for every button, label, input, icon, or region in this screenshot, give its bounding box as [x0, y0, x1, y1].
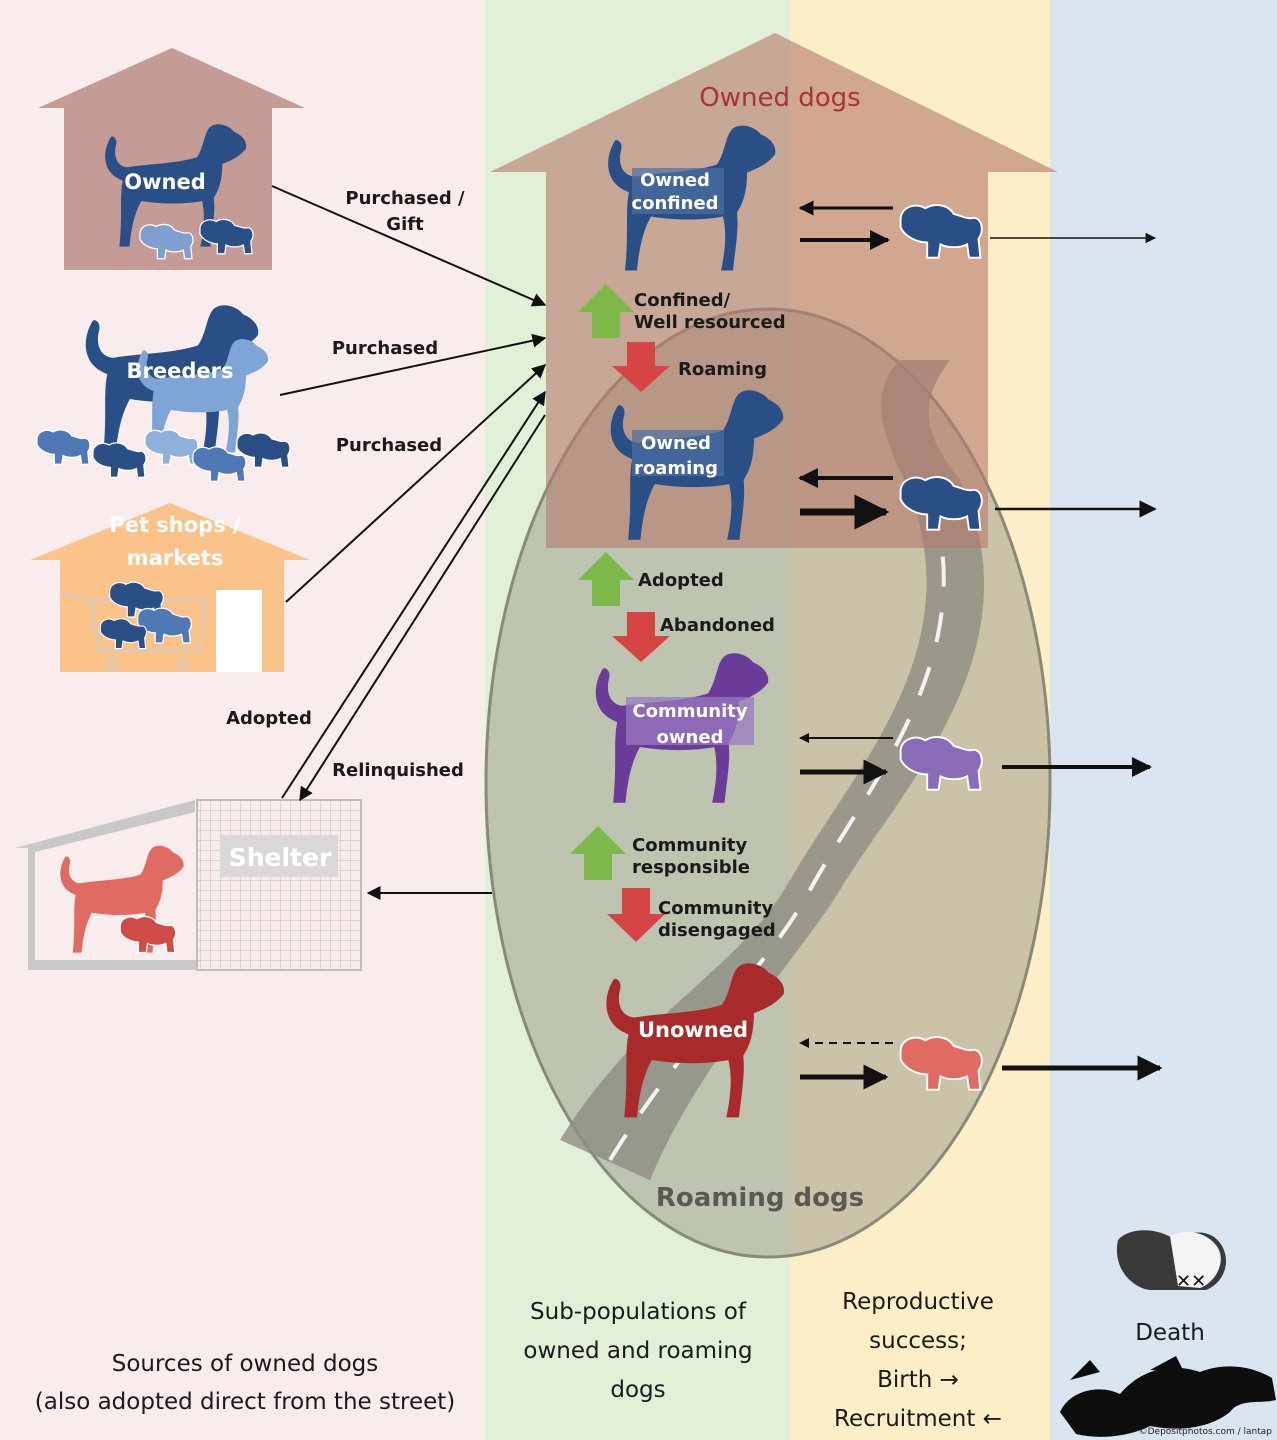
community-disengaged-label-2: disengaged [658, 920, 776, 941]
purchased-petshops-label: Purchased [336, 435, 442, 456]
svg-text:✕✕: ✕✕ [1176, 1271, 1206, 1292]
roaming-dogs-title: Roaming dogs [656, 1183, 864, 1213]
petshops-source-label-2: markets [127, 546, 224, 570]
petshops-source-label-1: Pet shops / [109, 513, 241, 537]
confined-label-1: Confined/ [634, 290, 731, 311]
breeders-source-label: Breeders [127, 359, 234, 383]
community-responsible-label-1: Community [632, 835, 747, 856]
purchased-gift-label-1: Purchased / [345, 188, 465, 209]
community-disengaged-label-1: Community [658, 898, 773, 919]
owned-dogs-title: Owned dogs [699, 83, 860, 113]
repro-caption-3: Birth → [877, 1367, 959, 1393]
community-owned-label-2: owned [657, 727, 724, 748]
subpop-caption-2: owned and roaming [523, 1338, 752, 1364]
image-credit: ©Depositphotos.com / lantap [1139, 1427, 1273, 1437]
sources-caption-2: (also adopted direct from the street) [35, 1389, 455, 1415]
abandoned-label: Abandoned [660, 615, 775, 636]
owned-roaming-label-2: roaming [634, 458, 718, 479]
owned-confined-label-1: Owned [640, 170, 710, 191]
shelter-source-label: Shelter [229, 843, 332, 872]
repro-caption-1: Reproductive [842, 1289, 994, 1315]
death-column-bg [1050, 0, 1277, 1440]
purchased-gift-label-2: Gift [386, 214, 424, 235]
purchased-breeders-label: Purchased [332, 338, 438, 359]
relinquished-label: Relinquished [332, 760, 464, 781]
adopted-label: Adopted [638, 570, 724, 591]
owned-roaming-label-1: Owned [641, 433, 711, 454]
confined-label-2: Well resourced [634, 312, 786, 333]
unowned-label: Unowned [638, 1018, 748, 1042]
death-caption: Death [1135, 1320, 1205, 1346]
repro-caption-2: success; [869, 1328, 967, 1354]
community-owned-label-1: Community [632, 701, 747, 722]
sources-caption-1: Sources of owned dogs [112, 1351, 379, 1377]
community-responsible-label-2: responsible [632, 857, 750, 878]
subpop-caption-1: Sub-populations of [530, 1299, 747, 1325]
dead-puppy-icon: ✕✕ [1117, 1230, 1226, 1292]
roaming-label: Roaming [678, 359, 767, 380]
repro-caption-4: Recruitment ← [834, 1406, 1002, 1432]
owned-source-label: Owned [124, 170, 205, 194]
subpop-caption-3: dogs [610, 1377, 665, 1403]
owned-confined-label-2: confined [631, 193, 718, 214]
adopted-shelter-label: Adopted [226, 708, 312, 729]
